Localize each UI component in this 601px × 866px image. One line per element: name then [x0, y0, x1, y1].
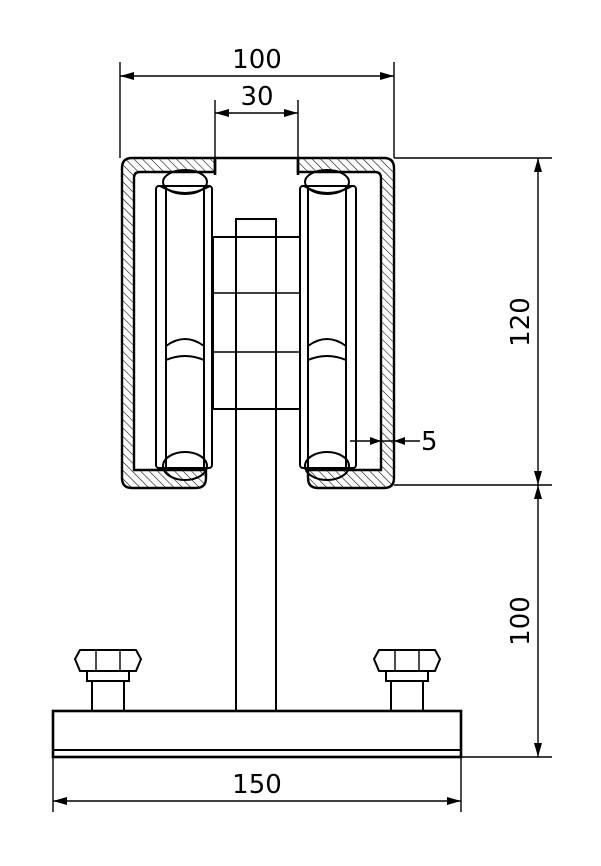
left-bolt-shank [91, 680, 125, 712]
right-wheel-mid [307, 338, 347, 362]
dim-label-rail-height: 120 [506, 297, 536, 347]
left-wheel-mid [165, 338, 205, 362]
right-roller-assembly [299, 169, 357, 481]
left-wheel-bottom [162, 451, 208, 481]
dimension-rail-width: 100 [119, 45, 395, 158]
dimension-base-width: 150 [52, 757, 462, 812]
dimension-stem-height: 100 [461, 485, 552, 758]
rail-profile [120, 156, 396, 490]
right-wheel-topcap [304, 169, 350, 195]
right-roller-inner [307, 185, 347, 469]
right-bolt [372, 649, 442, 712]
dim-label-stem-height: 100 [506, 596, 536, 646]
right-bolt-shank [390, 680, 424, 712]
dimension-slot-width: 30 [214, 82, 299, 158]
dim-label-wall-thickness: 5 [421, 427, 438, 457]
right-wheel-bottom [304, 451, 350, 481]
left-bolt-head [73, 649, 143, 672]
carrier [212, 218, 301, 712]
left-bolt [73, 649, 143, 712]
rail-section-hatched [120, 156, 396, 490]
dimension-wall-thickness: 5 [350, 427, 438, 457]
left-wheel-topcap [162, 169, 208, 195]
right-bolt-head [372, 649, 442, 672]
left-roller-inner [165, 185, 205, 469]
dimension-rail-height: 120 [394, 157, 552, 486]
base-plate [51, 709, 463, 759]
dim-label-base-width: 150 [232, 770, 282, 800]
dim-label-rail-width: 100 [232, 45, 282, 75]
base-plate-body [51, 709, 463, 759]
left-bolt-washer [86, 670, 130, 682]
carrier-block [212, 236, 301, 410]
right-bolt-washer [385, 670, 429, 682]
dim-label-slot-width: 30 [240, 82, 273, 112]
left-roller-assembly [155, 169, 213, 481]
